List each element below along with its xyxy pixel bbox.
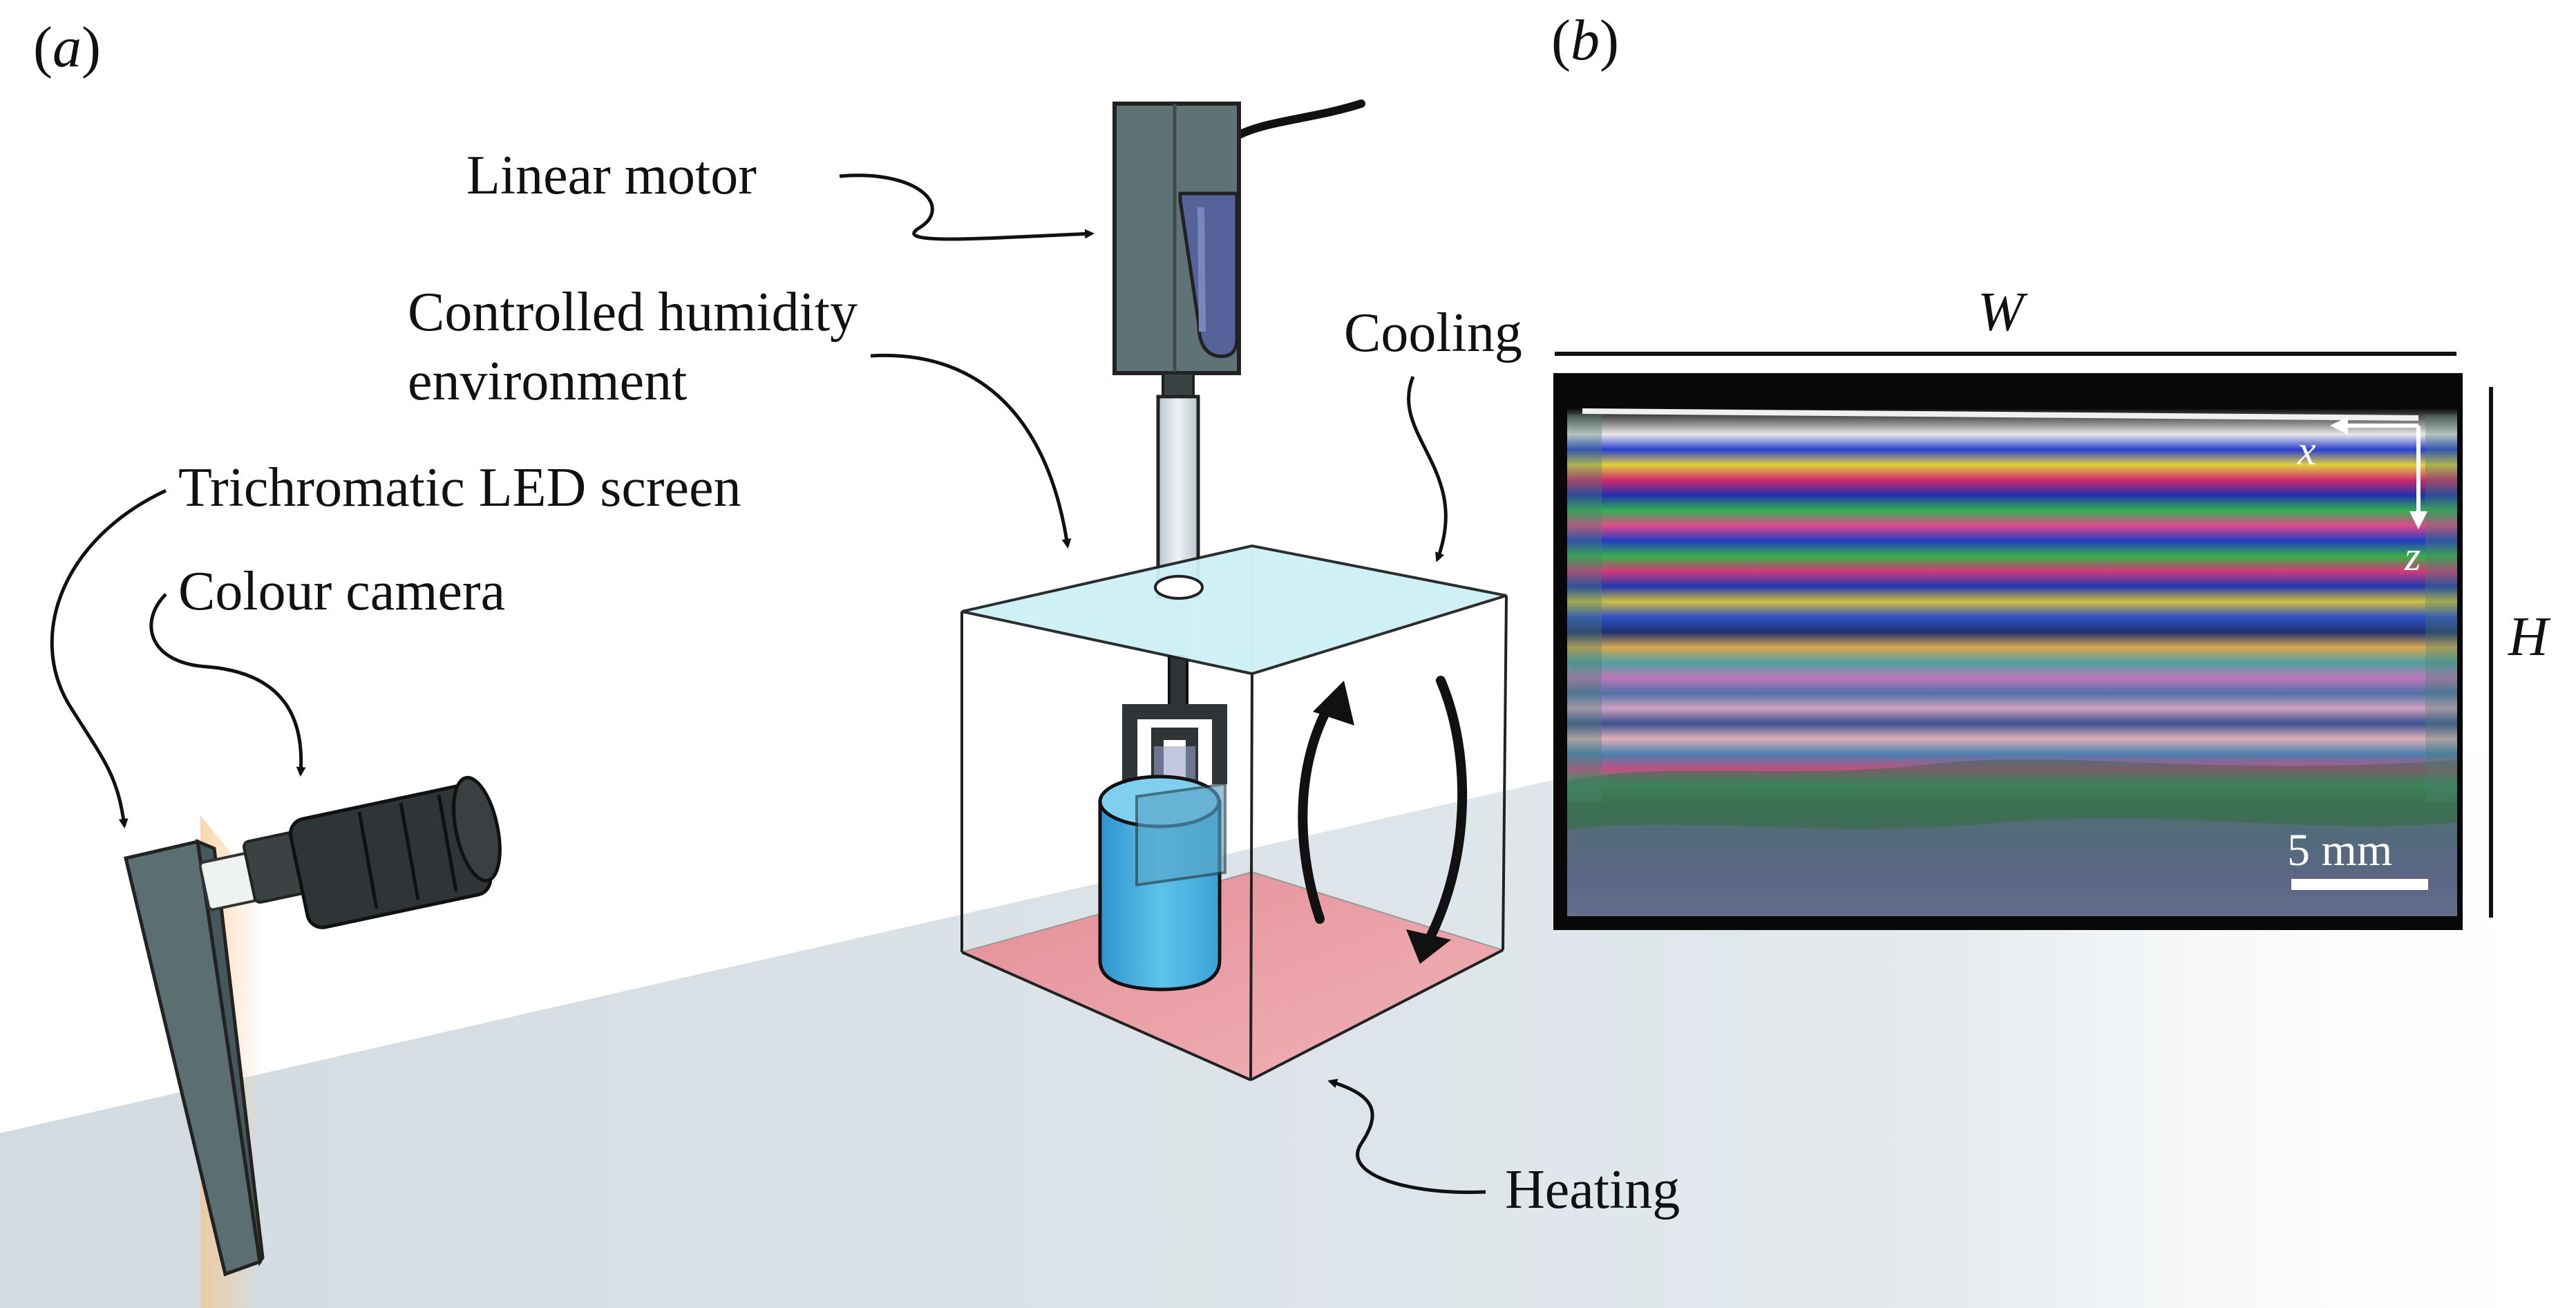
axis-x-label: x bbox=[2297, 428, 2316, 473]
panel-a-label: (a) bbox=[33, 15, 101, 79]
label-humidity-line2: environment bbox=[408, 351, 687, 412]
scale-bar-label: 5 mm bbox=[2287, 825, 2392, 875]
arrow-linear-motor bbox=[839, 173, 1095, 241]
arrow-humidity bbox=[870, 353, 1072, 549]
curved-double-arrow-icon bbox=[1298, 676, 1468, 964]
axis-z-label: z bbox=[2404, 533, 2421, 579]
width-label: W bbox=[1978, 282, 2028, 343]
panel-b-label: (b) bbox=[1551, 8, 1619, 73]
height-label: H bbox=[2508, 607, 2551, 667]
arrow-cooling bbox=[1407, 376, 1448, 562]
cooling-plate bbox=[961, 544, 1507, 676]
scale-bar-icon bbox=[2291, 879, 2428, 890]
arrow-colour-camera bbox=[149, 593, 306, 777]
soap-film-photo: W H x z 5 mm bbox=[1553, 282, 2551, 930]
humidity-chamber bbox=[960, 544, 1508, 1081]
label-cooling: Cooling bbox=[1344, 303, 1522, 363]
linear-motor bbox=[1112, 99, 1365, 599]
label-humidity-line1: Controlled humidity bbox=[408, 282, 858, 343]
label-linear-motor: Linear motor bbox=[466, 145, 757, 206]
heating-plate bbox=[962, 872, 1503, 1080]
arrow-led-screen bbox=[50, 489, 167, 828]
arrow-heating bbox=[1327, 1079, 1486, 1195]
led-screen bbox=[123, 815, 265, 1308]
label-led-screen: Trichromatic LED screen bbox=[178, 457, 741, 518]
label-heating: Heating bbox=[1505, 1159, 1680, 1220]
label-colour-camera: Colour camera bbox=[178, 561, 505, 622]
colour-camera bbox=[198, 775, 502, 929]
